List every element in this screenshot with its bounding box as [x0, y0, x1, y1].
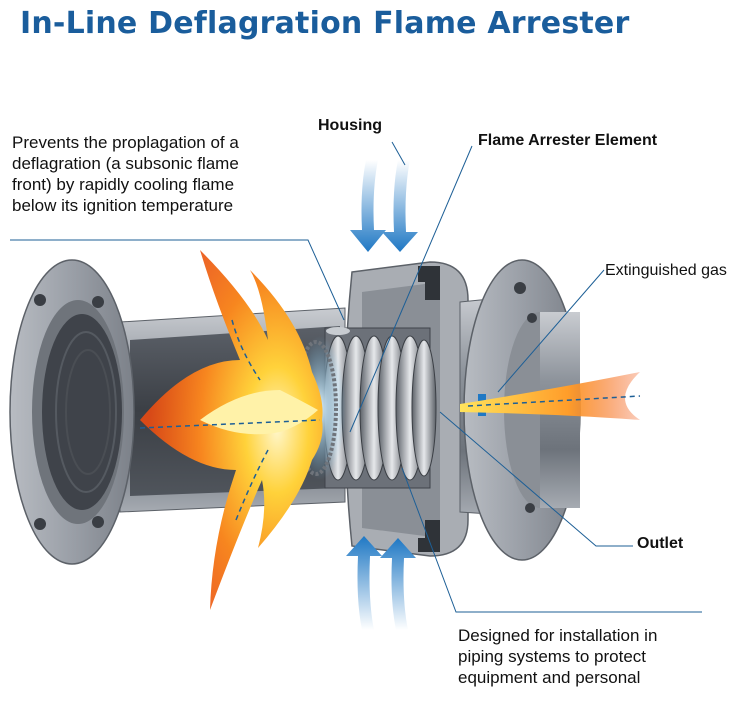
inlet-flange: [9, 259, 135, 565]
inflow-arrows-bottom: [346, 536, 416, 630]
label-flame-arrester-element: Flame Arrester Element: [478, 132, 658, 149]
leader-lines: [10, 141, 702, 613]
flow-path-lines: [139, 319, 641, 521]
description-line: deflagration (a subsonic flame: [12, 154, 239, 173]
description-line: Prevents the proplagation of a: [12, 133, 239, 152]
label-outlet: Outlet: [637, 535, 684, 552]
flame-graphic: [140, 250, 640, 610]
description-line: Designed for installation in: [458, 626, 658, 645]
description-line: piping systems to protect: [458, 647, 647, 666]
label-extinguished-gas: Extinguished gas: [605, 262, 727, 279]
page-title: In-Line Deflagration Flame Arrester: [20, 6, 630, 41]
description-line: below its ignition temperature: [12, 196, 234, 215]
inflow-arrows-top: [350, 160, 418, 252]
description-line: equipment and personal: [458, 668, 641, 687]
description-line: front) by rapidly cooling flame: [12, 175, 235, 194]
flame-arrester-element: [294, 327, 437, 489]
description-bottom: Designed for installation in piping syst…: [458, 625, 657, 688]
description-left: Prevents the proplagation of a deflagrat…: [12, 132, 239, 216]
label-housing: Housing: [318, 117, 382, 134]
